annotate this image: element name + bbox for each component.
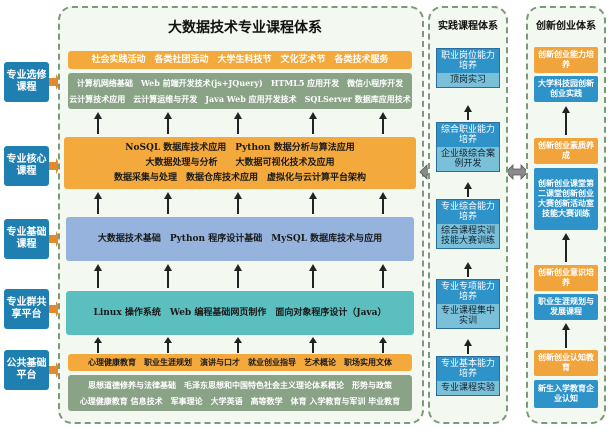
innov-item-6: 职业生涯规划与发展课程 bbox=[534, 294, 598, 320]
label-basic: 专业基础课程 bbox=[4, 219, 49, 259]
practice-block-5-bottom: 专业课程实验 bbox=[437, 381, 499, 395]
public-band-bottom: 思想道德修养与法律基础 毛泽东思想和中国特色社会主义理论体系概论 形势与政策 心… bbox=[68, 375, 412, 411]
arrows-base-to-core bbox=[94, 192, 387, 214]
elective-row-2: 云计算技术应用 云计算运维与开发 Java Web 应用开发技术 SQLServ… bbox=[69, 93, 411, 104]
practice-block-1-top: 职业岗位能力培养 bbox=[437, 49, 499, 73]
label-public: 公共基础平台 bbox=[4, 350, 49, 390]
core-band: NoSQL 数据库技术应用 Python 数据分析与算法应用 大数据处理与分析 … bbox=[64, 137, 416, 189]
public-row-2: 思想道德修养与法律基础 毛泽东思想和中国特色社会主义理论体系概论 形势与政策 bbox=[88, 379, 392, 390]
practice-block-1-bottom: 顶岗实习 bbox=[437, 73, 499, 87]
label-core: 专业核心课程 bbox=[4, 146, 49, 186]
elective-band: 计算机网络基础 Web 前端开发技术(js+JQuery) HTML5 应用开发… bbox=[68, 73, 412, 109]
practice-block-3-bottom: 综合课程实训技能大赛训练 bbox=[437, 224, 499, 248]
shared-band: Linux 操作系统 Web 编程基础网页制作 面向对象程序设计（Java） bbox=[66, 291, 414, 335]
activities-band: 社会实践活动 各类社团活动 大学生科技节 文化艺术节 各类技术服务 bbox=[68, 51, 412, 69]
practice-arrows bbox=[464, 105, 472, 354]
core-row-3: 数据采集与处理 数据仓库技术应用 虚拟化与云计算平台架构 bbox=[113, 172, 366, 183]
main-title: 大数据技术专业课程体系 bbox=[168, 20, 322, 36]
practice-block-4: 专业专项能力培养 专业课程集中实训 bbox=[436, 279, 500, 329]
public-band-top: 心理健康教育 职业生涯规划 演讲与口才 就业创业指导 艺术概论 职场实用文体 bbox=[68, 354, 412, 371]
practice-block-4-top: 专业专项能力培养 bbox=[437, 280, 499, 304]
arrows-public-to-shared bbox=[94, 337, 387, 353]
practice-block-2: 综合职业能力培养 企业级综合案例开发 bbox=[436, 122, 500, 172]
double-arrow-right-icon bbox=[505, 164, 529, 180]
innov-item-2: 大学科技园创新创业实践 bbox=[534, 76, 598, 102]
innovation-title: 创新创业体系 bbox=[536, 21, 596, 32]
innov-item-4: 创新创业课堂第二课堂创新创业大赛创新活动室技能大赛训练 bbox=[534, 168, 598, 230]
practice-block-2-bottom: 企业级综合案例开发 bbox=[437, 147, 499, 171]
practice-title: 实践课程体系 bbox=[438, 21, 498, 32]
practice-block-3-top: 专业综合能力培养 bbox=[437, 200, 499, 224]
label-elective: 专业选修课程 bbox=[4, 62, 49, 102]
public-row-3: 心理健康教育 信息技术 军事理论 大学英语 高等数学 体育 入学教育与军训 毕业… bbox=[79, 395, 401, 406]
core-row-1: NoSQL 数据库技术应用 Python 数据分析与算法应用 bbox=[125, 142, 355, 153]
innov-item-5: 创新创业意识培养 bbox=[534, 265, 598, 291]
innov-item-1: 创新创业能力培养 bbox=[534, 47, 598, 73]
innov-item-8: 新生入学教育企业认知 bbox=[534, 380, 598, 408]
base-band: 大数据技术基础 Python 程序设计基础 MySQL 数据库技术与应用 bbox=[66, 217, 414, 261]
practice-block-5: 专业基本能力培养 专业课程实验 bbox=[436, 356, 500, 396]
innovation-arrows bbox=[562, 106, 570, 348]
practice-block-1: 职业岗位能力培养 顶岗实习 bbox=[436, 48, 500, 88]
practice-block-3: 专业综合能力培养 综合课程实训技能大赛训练 bbox=[436, 199, 500, 249]
innov-item-3: 创新创业素质养成 bbox=[534, 138, 598, 164]
practice-block-5-top: 专业基本能力培养 bbox=[437, 357, 499, 381]
innov-item-7: 创新创业认知教育 bbox=[534, 350, 598, 376]
practice-block-2-top: 综合职业能力培养 bbox=[437, 123, 499, 147]
practice-block-4-bottom: 专业课程集中实训 bbox=[437, 304, 499, 328]
elective-row-1: 计算机网络基础 Web 前端开发技术(js+JQuery) HTML5 应用开发… bbox=[76, 77, 404, 88]
arrows-shared-to-base bbox=[94, 264, 387, 288]
label-shared: 专业群共享平台 bbox=[4, 289, 49, 329]
arrows-core-to-elective bbox=[94, 112, 387, 134]
core-row-2: 大数据处理与分析 大数据可视化技术及应用 bbox=[145, 157, 335, 168]
